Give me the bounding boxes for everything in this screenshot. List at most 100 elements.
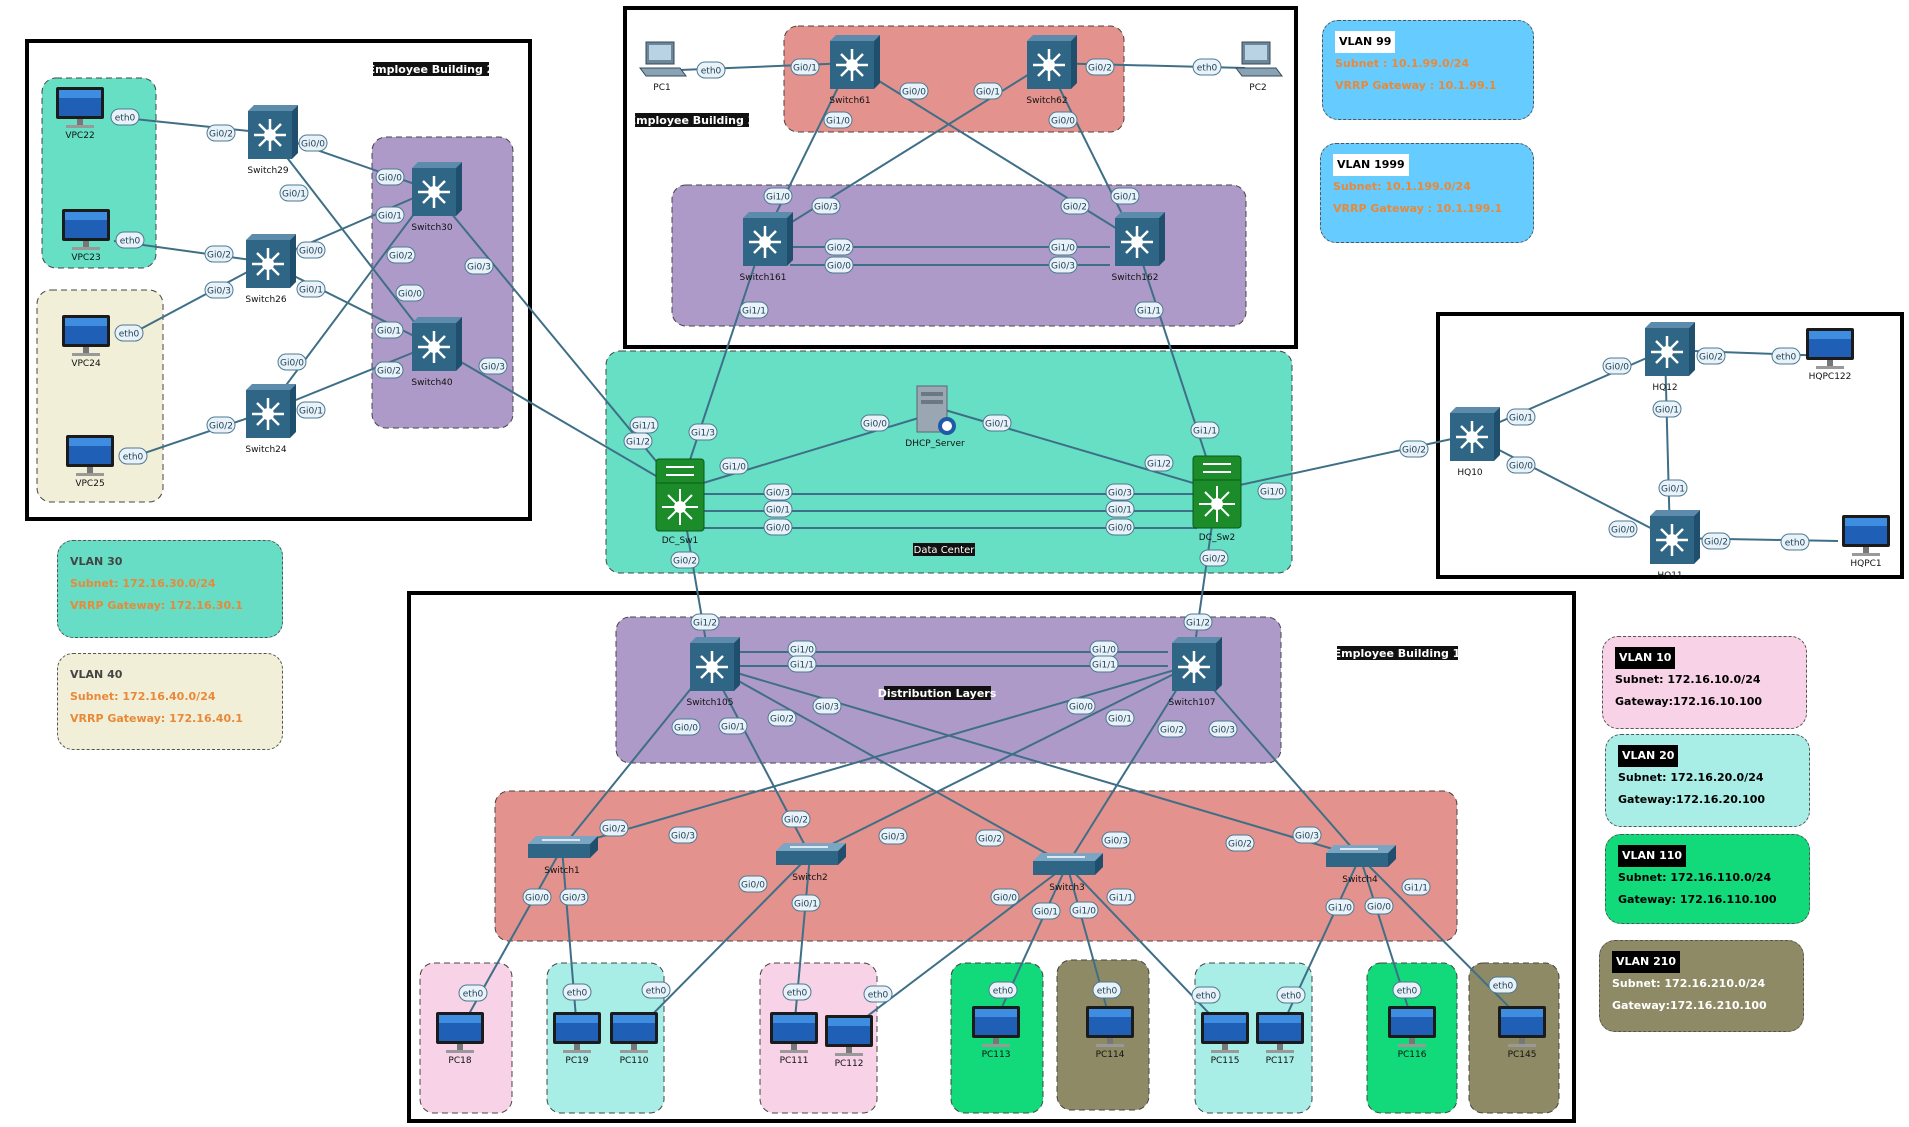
port-name: eth0 [115, 114, 136, 124]
port-label: Gi0/1 [718, 717, 748, 735]
port-name: eth0 [1493, 982, 1514, 992]
port-label: Gi0/2 [1696, 347, 1726, 365]
node-vpc24[interactable]: VPC24 [62, 315, 110, 369]
node-dc-sw1[interactable]: DC_Sw1 [655, 458, 705, 546]
node-switch105[interactable]: Switch105 [687, 637, 740, 708]
port-label: Gi1/1 [629, 416, 659, 434]
layer3-switch-icon [743, 212, 793, 266]
node-switch61[interactable]: Switch61 [829, 35, 880, 106]
node-switch3[interactable]: Switch3 [1033, 853, 1103, 893]
node-hqpc1[interactable]: HQPC1 [1842, 515, 1890, 569]
node-label: Switch26 [245, 295, 286, 305]
port-label: Gi0/1 [296, 280, 326, 298]
node-dc-sw2[interactable]: DC_Sw2 [1192, 455, 1242, 543]
node-pc112[interactable]: PC112 [825, 1015, 873, 1069]
port-name: Gi0/0 [301, 140, 325, 150]
access-zone-b1 [494, 790, 1458, 942]
datacenter-switch-icon [655, 458, 705, 532]
layer2-switch-icon [528, 836, 598, 858]
node-pc111[interactable]: PC111 [770, 1012, 818, 1066]
vlan1999-title: VLAN 1999 [1333, 154, 1409, 176]
port-name: Gi0/2 [377, 367, 401, 377]
node-pc2[interactable]: PC2 [1235, 41, 1283, 93]
node-label: HQ11 [1657, 571, 1682, 581]
node-pc18[interactable]: PC18 [436, 1012, 484, 1066]
port-name: Gi0/0 [766, 524, 790, 534]
port-label: eth0 [458, 984, 488, 1002]
node-hq11[interactable]: HQ11 [1650, 510, 1700, 581]
port-name: Gi0/2 [1704, 538, 1728, 548]
port-label: Gi0/1 [1506, 408, 1536, 426]
node-vpc25[interactable]: VPC25 [66, 435, 114, 489]
node-hq12[interactable]: HQ12 [1645, 322, 1695, 393]
port-label: Gi0/0 [277, 353, 307, 371]
node-switch29[interactable]: Switch29 [247, 105, 298, 176]
node-pc114[interactable]: PC114 [1086, 1006, 1134, 1060]
node-label: PC19 [565, 1056, 588, 1066]
port-name: Gi1/0 [722, 463, 746, 473]
node-switch162[interactable]: Switch162 [1112, 212, 1165, 283]
computer-icon [972, 1006, 1020, 1047]
port-label: Gi0/3 [204, 281, 234, 299]
node-switch62[interactable]: Switch62 [1026, 35, 1077, 106]
node-switch26[interactable]: Switch26 [245, 234, 296, 305]
node-switch2[interactable]: Switch2 [776, 843, 846, 883]
node-pc115[interactable]: PC115 [1201, 1012, 1249, 1066]
computer-icon [62, 209, 110, 250]
port-label: Gi0/3 [1048, 256, 1078, 274]
port-name: Gi0/3 [467, 263, 491, 273]
port-name: Gi0/1 [1509, 414, 1533, 424]
node-hqpc122[interactable]: HQPC122 [1806, 328, 1854, 382]
port-label: Gi1/1 [1190, 421, 1220, 439]
node-pc1[interactable]: PC1 [639, 41, 687, 93]
node-pc19[interactable]: PC19 [553, 1012, 601, 1066]
node-switch161[interactable]: Switch161 [740, 212, 793, 283]
node-label: PC111 [780, 1056, 809, 1066]
port-label: Gi0/3 [1292, 826, 1322, 844]
node-pc117[interactable]: PC117 [1256, 1012, 1304, 1066]
computer-icon [553, 1012, 601, 1053]
node-switch30[interactable]: Switch30 [411, 162, 462, 233]
port-label: Gi0/3 [1208, 720, 1238, 738]
vlan30-subnet: Subnet: 172.16.30.0/24 [70, 577, 216, 590]
node-switch4[interactable]: Switch4 [1326, 845, 1396, 885]
node-label: PC18 [448, 1056, 471, 1066]
node-switch1[interactable]: Switch1 [528, 836, 598, 876]
port-label: Gi0/1 [973, 82, 1003, 100]
port-name: Gi0/3 [814, 203, 838, 213]
port-label: eth0 [1771, 347, 1801, 365]
node-switch40[interactable]: Switch40 [411, 317, 462, 388]
port-label: Gi1/1 [1089, 655, 1119, 673]
port-label: Gi0/1 [1110, 187, 1140, 205]
computer-icon [770, 1012, 818, 1053]
node-label: PC112 [835, 1059, 864, 1069]
node-switch24[interactable]: Switch24 [245, 384, 296, 455]
port-label: Gi1/0 [1048, 238, 1078, 256]
node-label: HQPC122 [1809, 372, 1852, 382]
port-name: Gi0/1 [976, 88, 1000, 98]
port-label: Gi0/1 [763, 500, 793, 518]
vlan30-legend: VLAN 30 Subnet: 172.16.30.0/24 VRRP Gate… [57, 540, 283, 638]
port-label: Gi1/2 [1144, 454, 1174, 472]
port-label: eth0 [1092, 981, 1122, 999]
node-label: Switch162 [1112, 273, 1159, 283]
port-name: Gi1/0 [1092, 646, 1116, 656]
node-pc116[interactable]: PC116 [1388, 1006, 1436, 1060]
computer-icon [66, 435, 114, 476]
node-vpc22[interactable]: VPC22 [56, 87, 104, 141]
port-label: Gi0/3 [668, 826, 698, 844]
computer-icon [1201, 1012, 1249, 1053]
node-pc145[interactable]: PC145 [1498, 1006, 1546, 1060]
node-switch107[interactable]: Switch107 [1169, 637, 1222, 708]
node-dhcp-server[interactable]: DHCP_Server [905, 385, 965, 449]
hq-frame [1436, 312, 1904, 579]
node-label: Switch30 [411, 223, 452, 233]
node-vpc23[interactable]: VPC23 [62, 209, 110, 263]
node-hq10[interactable]: HQ10 [1450, 407, 1500, 478]
vlan30-title: VLAN 30 [70, 555, 123, 568]
port-label: Gi0/0 [860, 414, 890, 432]
node-pc110[interactable]: PC110 [610, 1012, 658, 1066]
node-pc113[interactable]: PC113 [972, 1006, 1020, 1060]
port-label: Gi0/2 [781, 810, 811, 828]
vlan10-gateway: Gateway:172.16.10.100 [1615, 695, 1763, 708]
